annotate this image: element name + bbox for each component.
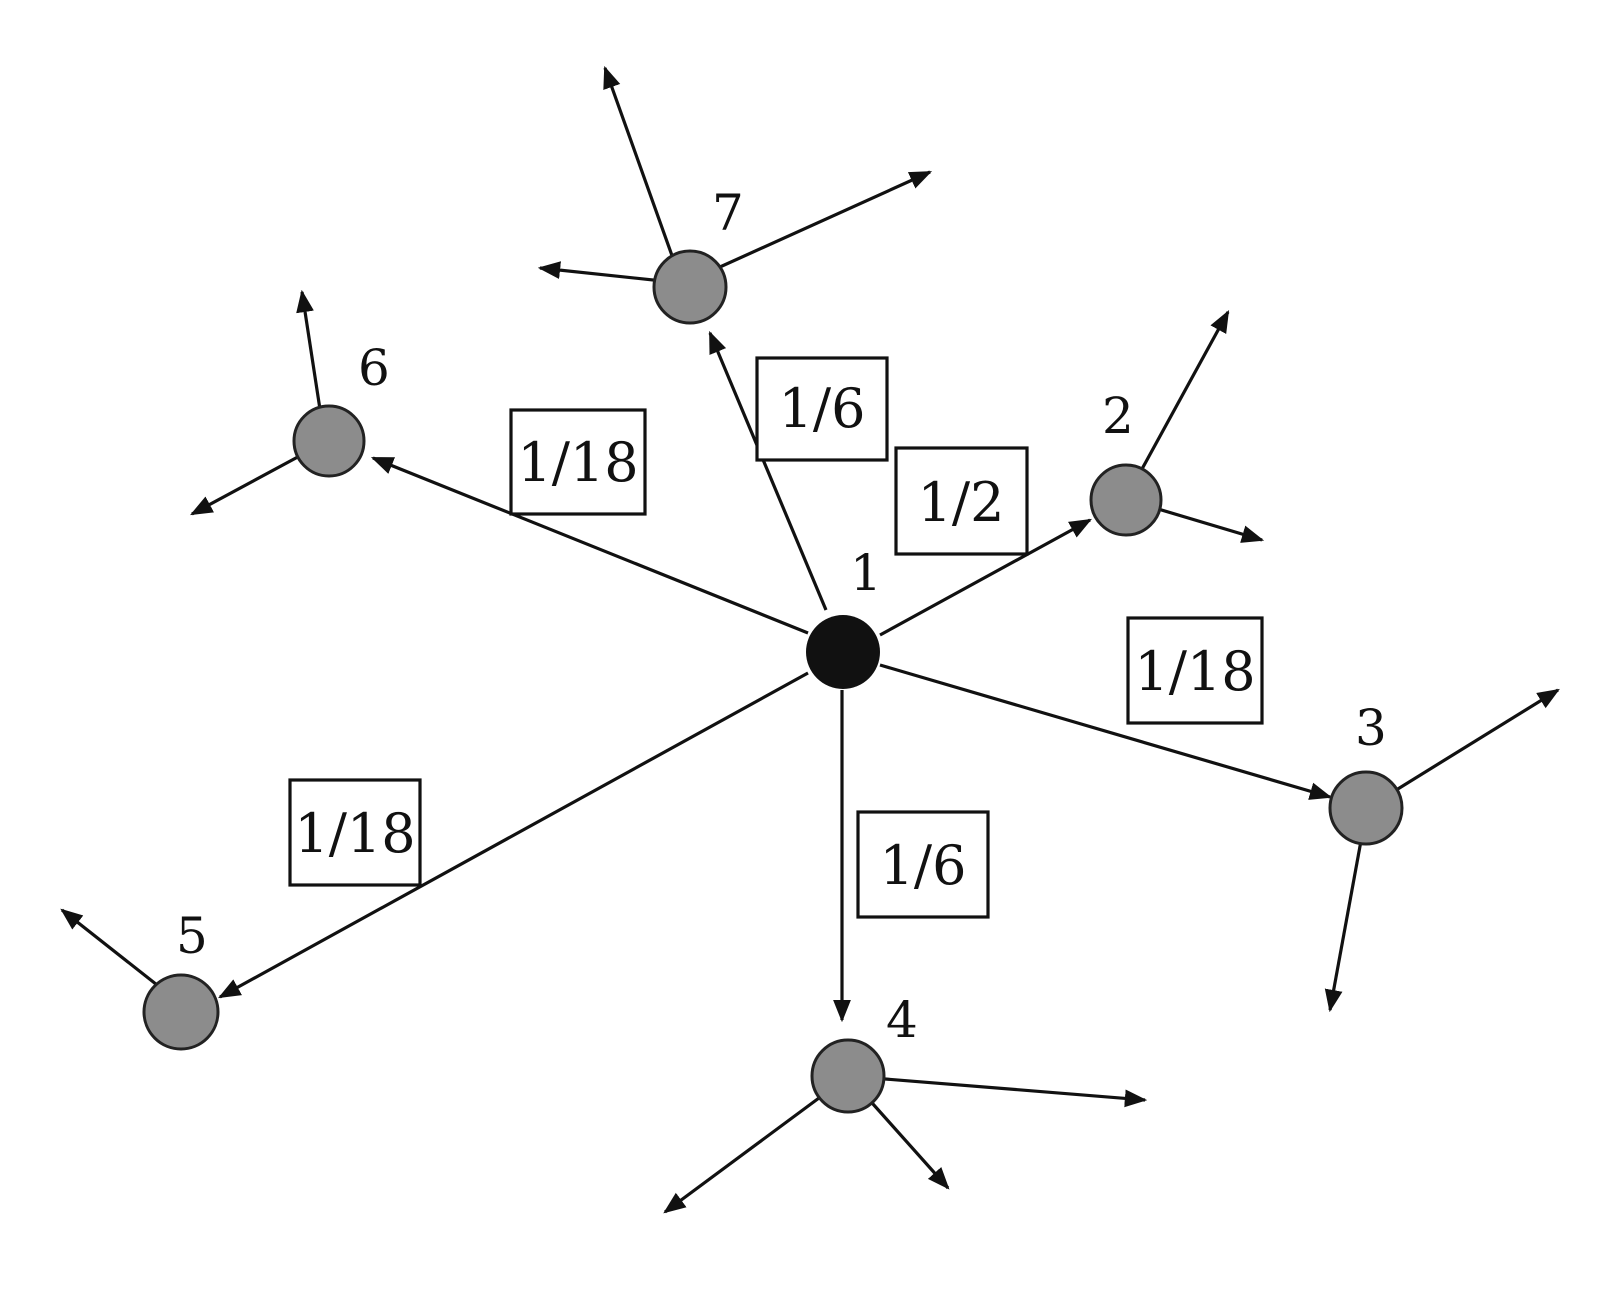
peer-nodes (142, 249, 1404, 1114)
node-label-6: 6 (358, 339, 390, 397)
edge-label-1-2: 1/2 (894, 446, 1029, 556)
edge-label-1-3: 1/18 (1126, 616, 1264, 725)
node-label-4: 4 (886, 991, 918, 1049)
node-labels: 1 2 3 4 5 6 7 (176, 184, 1387, 1049)
node-label-1: 1 (850, 544, 882, 602)
edge-label-text-1-5: 1/18 (294, 802, 415, 865)
edge-label-text-1-6: 1/18 (517, 431, 638, 494)
edge-weight-labels: 1/6 1/18 1/2 1/18 1/18 1/6 (288, 356, 1264, 919)
node-1 (806, 615, 880, 689)
edge-1-7 (708, 330, 828, 611)
node-label-5: 5 (176, 907, 208, 965)
stub-7-up (603, 65, 682, 279)
stub-7-right (699, 170, 933, 278)
main-edges (218, 330, 1333, 1023)
edge-label-1-5: 1/18 (288, 778, 422, 887)
node-label-3: 3 (1355, 699, 1387, 757)
edge-1-3 (879, 663, 1333, 800)
stub-4-right (847, 1074, 1148, 1108)
node-label-7: 7 (712, 184, 744, 242)
node-6 (292, 404, 366, 478)
stub-3-right (1366, 688, 1560, 810)
edge-label-1-6: 1/18 (509, 408, 647, 516)
stub-7-left (537, 261, 673, 284)
node-4 (810, 1038, 886, 1114)
node-3 (1328, 770, 1404, 846)
stub-4-left (663, 1076, 847, 1214)
edge-label-1-4: 1/6 (856, 810, 990, 919)
node-5 (142, 973, 220, 1051)
edge-label-text-1-7: 1/6 (779, 377, 866, 440)
edge-label-text-1-2: 1/2 (918, 471, 1005, 534)
node-label-2: 2 (1102, 387, 1134, 445)
edge-1-6 (370, 456, 809, 635)
edge-label-text-1-3: 1/18 (1134, 640, 1255, 703)
edge-1-2 (879, 518, 1092, 637)
node-2 (1089, 463, 1163, 537)
edge-1-5 (218, 671, 809, 999)
edge-label-text-1-4: 1/6 (880, 834, 967, 897)
edge-label-1-7: 1/6 (755, 356, 889, 462)
node-7 (652, 249, 728, 325)
